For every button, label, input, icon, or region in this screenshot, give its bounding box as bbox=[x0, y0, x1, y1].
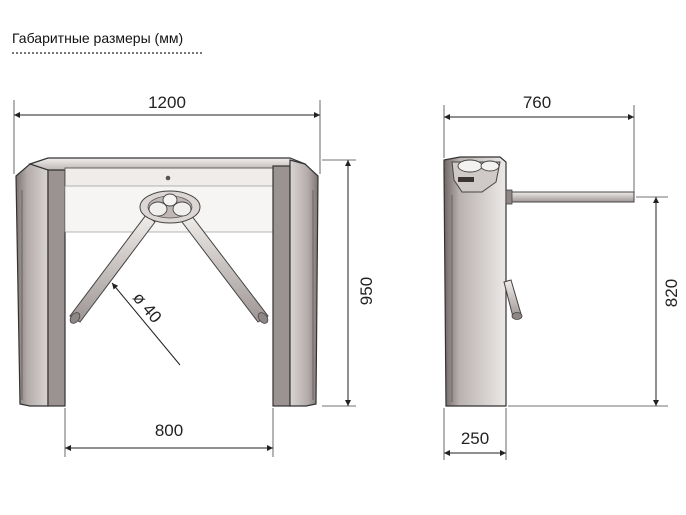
front-view: 1200 bbox=[13, 93, 376, 457]
dimension-label-side-depth: 760 bbox=[523, 93, 551, 112]
left-post-inner bbox=[47, 165, 66, 407]
right-post-inner bbox=[272, 165, 291, 407]
side-head-socket-left bbox=[457, 159, 483, 173]
diameter-leader-line bbox=[111, 282, 181, 366]
dimension-label-arm-height: 820 bbox=[662, 279, 681, 307]
hub-right-socket bbox=[172, 201, 192, 217]
dimension-label-height: 950 bbox=[357, 277, 376, 305]
side-horizontal-arm bbox=[505, 191, 635, 203]
hub-top-socket bbox=[162, 193, 178, 207]
indicator-dot bbox=[165, 175, 171, 181]
side-arm-mount bbox=[505, 189, 513, 205]
left-arm-cap bbox=[69, 312, 81, 324]
side-cabinet bbox=[443, 156, 507, 407]
dimension-label-side-base-width: 250 bbox=[461, 429, 489, 448]
side-view: 760 820 250 bbox=[443, 93, 681, 460]
side-head-slot bbox=[458, 177, 474, 182]
hub-left-socket bbox=[148, 201, 168, 217]
title-underline bbox=[12, 52, 202, 54]
rotor-hub bbox=[139, 190, 201, 224]
turnstile-side-body bbox=[443, 156, 635, 407]
dimension-label-arm-diameter: ø 40 bbox=[129, 288, 165, 326]
dimension-label-front-width: 1200 bbox=[148, 93, 186, 112]
side-lower-arm-cap bbox=[511, 312, 523, 320]
side-head-socket-right bbox=[480, 160, 500, 172]
left-post-outer bbox=[15, 159, 49, 407]
page-title: Габаритные размеры (мм) bbox=[12, 30, 184, 46]
drawing-header: Габаритные размеры (мм) bbox=[12, 30, 232, 54]
right-post-outer bbox=[289, 159, 319, 407]
turnstile-arms-front bbox=[69, 214, 269, 324]
right-arm-cap bbox=[257, 312, 269, 324]
dimension-label-passage-width: 800 bbox=[155, 421, 183, 440]
